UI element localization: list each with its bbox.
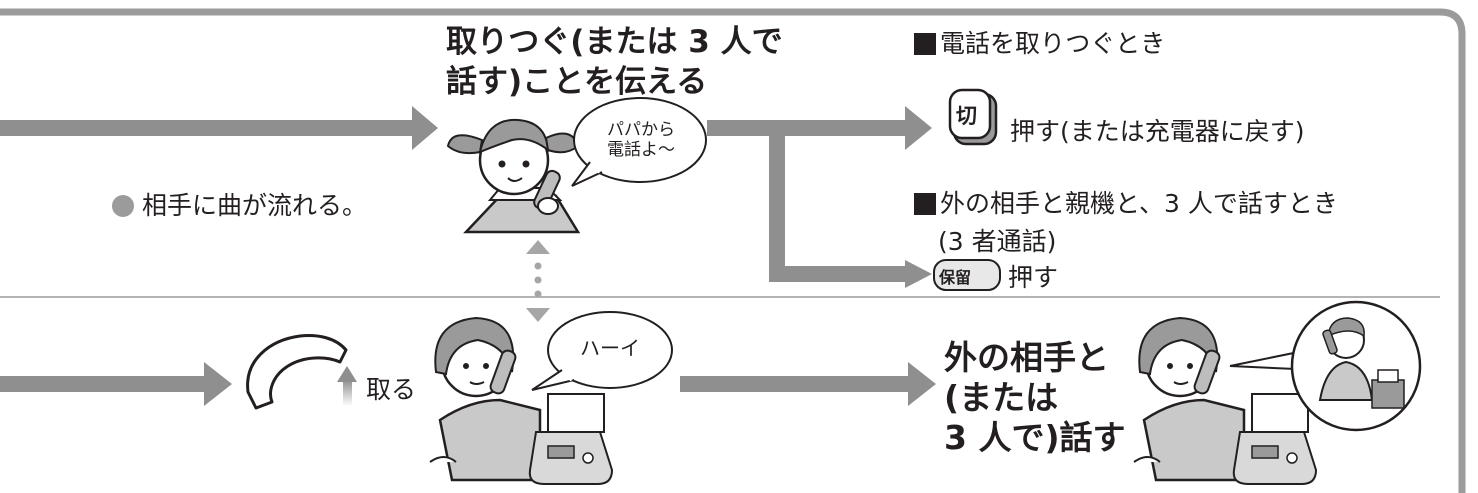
child-with-cordless-phone-illustration: [446, 118, 581, 234]
arrow-right-icon: [0, 362, 232, 406]
transfer-heading-text: 電話を取りつぐとき: [940, 29, 1166, 58]
outer-frame: [0, 8, 1466, 493]
result-text: 外の相手と (または 3 人で)話す: [944, 338, 1126, 458]
arrow-right-icon: [0, 106, 438, 150]
dotted-connector: [526, 240, 550, 322]
bullet-dot-icon: [112, 195, 134, 217]
child-bubble-line: 電話よ〜: [607, 140, 675, 160]
arrow-right-icon: [905, 106, 932, 150]
remote-caller-bubble: [1229, 300, 1422, 432]
three-way-subtitle: (3 者通話): [938, 227, 1057, 256]
result-line: 外の相手と: [944, 338, 1109, 377]
child-bubble-line: パパから: [607, 120, 675, 140]
step-title-line: 取りつぐ(または 3 人で: [446, 24, 783, 60]
music-note: 相手に曲が流れる。: [112, 186, 367, 222]
hold-button-icon: [933, 259, 1001, 291]
child-bubble-text: パパから 電話よ〜: [586, 120, 696, 160]
hold-button-instruction: 押す: [1008, 263, 1059, 292]
square-bullet-icon: [914, 33, 936, 55]
step-title: 取りつぐ(または 3 人で 話す)ことを伝える: [446, 22, 783, 102]
square-bullet-icon: [914, 193, 936, 215]
off-button-icon: [948, 88, 998, 146]
pick-up-arrow-icon: [337, 366, 357, 406]
arrow-right-icon: [680, 362, 936, 406]
result-line: 3 人で)話す: [944, 418, 1126, 457]
pick-up-text: 取る: [366, 375, 417, 404]
branch-connector: [707, 120, 907, 282]
three-way-heading: 外の相手と親機と、3 人で話すとき: [914, 184, 1338, 220]
mother-bubble-text: ハーイ: [580, 336, 640, 360]
handset-icon: [246, 334, 348, 410]
three-way-heading-text: 外の相手と親機と、3 人で話すとき: [940, 189, 1338, 218]
woman-at-fax-phone-illustration: [1133, 316, 1318, 485]
hold-button-label: 保留: [939, 268, 972, 287]
step-title-line: 話す)ことを伝える: [446, 64, 708, 100]
arrow-right-icon: [905, 260, 932, 288]
off-button-label: 切: [956, 104, 977, 128]
off-button-instruction: 押す(または充電器に戻す): [1010, 117, 1305, 146]
child-speech-bubble: [571, 97, 707, 187]
woman-at-fax-phone-illustration: [429, 316, 614, 485]
transfer-heading: 電話を取りつぐとき: [914, 24, 1165, 60]
result-line: (または: [944, 378, 1059, 417]
music-note-text: 相手に曲が流れる。: [142, 191, 368, 220]
mother-speech-bubble: [531, 311, 673, 391]
